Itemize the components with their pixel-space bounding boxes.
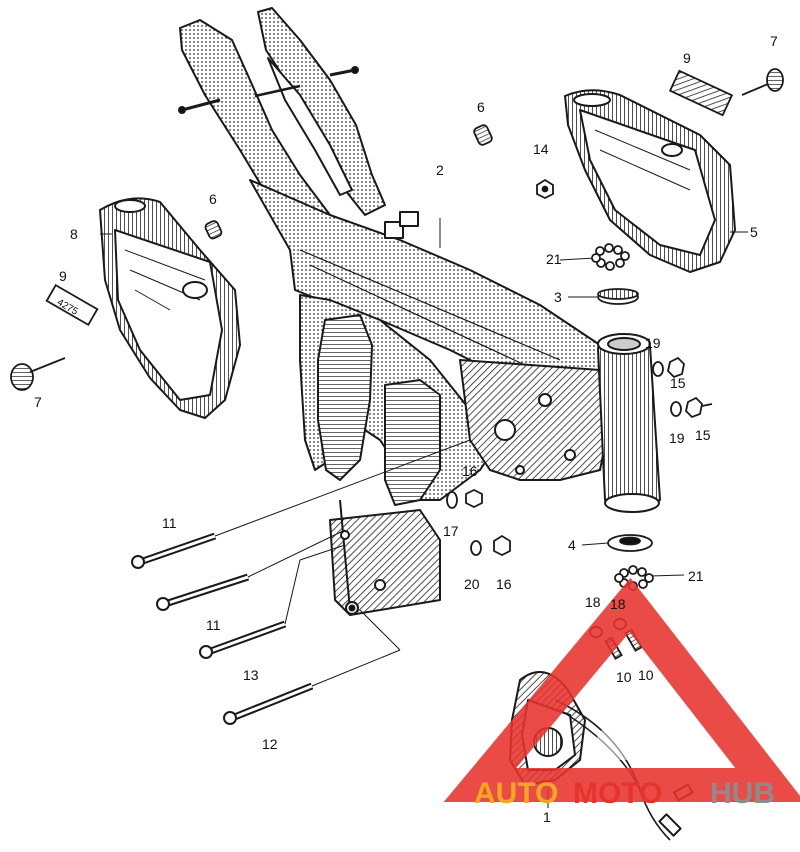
watermark-triangle [443,577,800,802]
washer-19-lower [670,401,682,417]
callout-21-upper: 21 [546,251,562,267]
bolt-11-upper [131,532,217,569]
callout-6-left: 6 [209,191,217,207]
nut-15-lower [685,396,703,419]
washer-20 [470,540,482,556]
nut-15-upper [667,356,685,379]
callout-15-lower: 15 [695,427,711,443]
rivet-7-right [741,68,784,96]
right-side-cover [564,89,736,273]
callout-13: 13 [243,667,259,683]
long-bolts [131,532,314,725]
nut-16-lower [493,534,511,557]
callout-4: 4 [568,537,576,553]
grommet-6-right [473,124,493,146]
grommet-6-left [204,220,223,240]
watermark-moto: MOTO [573,777,662,810]
plate-9-right [668,69,734,117]
leader-lines [100,218,748,808]
bolt-11-lower [156,573,250,611]
ball-race-21-upper [591,243,630,271]
watermark-auto: AUTO [474,777,558,810]
callout-11-lower: 11 [206,617,221,633]
callout-12: 12 [262,736,278,752]
callout-numbers: 1 2 3 4 5 6 6 7 7 8 9 9 10 10 11 11 12 1… [34,33,778,825]
callout-21-lower: 21 [688,568,704,584]
small-parts: 4 2 7 5 [10,68,784,660]
callout-5: 5 [750,224,758,240]
callout-17: 17 [443,523,459,539]
callout-8: 8 [70,226,78,242]
callout-3: 3 [554,289,562,305]
main-frame [178,7,661,616]
callout-9-left: 9 [59,268,67,284]
callout-18-right: 18 [610,596,626,612]
callout-2: 2 [436,162,444,178]
bolt-13 [199,620,287,659]
callout-10-left: 10 [616,669,632,685]
washer-19-upper [652,361,664,377]
callout-16-upper: 16 [462,463,478,479]
callout-20: 20 [464,576,480,592]
callout-6-right: 6 [477,99,485,115]
callout-19-lower: 19 [669,430,685,446]
washer-17 [446,491,458,509]
callout-15-upper: 15 [670,375,686,391]
left-side-cover [99,197,241,419]
bolt-12 [223,682,314,725]
watermark-hub: HUB [710,777,775,810]
rivet-7-left [10,357,66,391]
plate-9-left: 4275 [45,283,99,327]
callout-1: 1 [543,809,551,825]
callout-16-lower: 16 [496,576,512,592]
callout-10-right: 10 [638,667,654,683]
callout-7-left: 7 [34,394,42,410]
callout-18-left: 18 [585,594,601,610]
callout-19-upper: 19 [645,335,661,351]
callout-11-upper: 11 [162,515,177,531]
callout-14: 14 [533,141,549,157]
callout-9-right: 9 [683,50,691,66]
automotohub-watermark: AUTO MOTO HUB [443,577,800,810]
callout-7-right: 7 [770,33,778,49]
nut-16-upper [465,488,483,509]
